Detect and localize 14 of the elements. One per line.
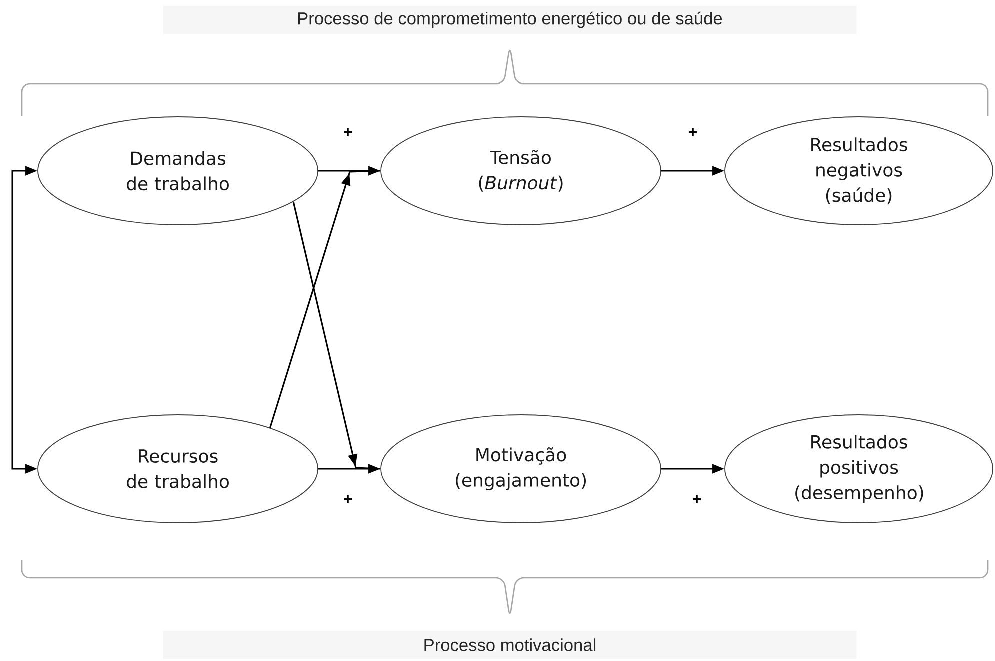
edge-label: + bbox=[693, 495, 702, 504]
ellipse-node: Demandas de trabalho bbox=[38, 116, 318, 226]
ellipse-node: Tensão (Burnout) bbox=[380, 116, 662, 226]
edge-label: + bbox=[344, 495, 352, 504]
process-label: Processo motivacional bbox=[163, 631, 857, 659]
edge-label: + bbox=[344, 128, 352, 136]
arrow bbox=[292, 202, 381, 470]
ellipse-node: Resultados positivos (desempenho) bbox=[724, 414, 994, 524]
edge-label: + bbox=[689, 128, 698, 136]
process-label: Processo de comprometimento energético ou de saúde bbox=[163, 6, 857, 34]
ellipse-node: Resultados negativos (saúde) bbox=[724, 116, 994, 226]
arrow bbox=[269, 170, 381, 428]
ellipse-node: Motivação (engajamento) bbox=[380, 414, 662, 524]
ellipse-node: Recursos de trabalho bbox=[38, 414, 318, 524]
